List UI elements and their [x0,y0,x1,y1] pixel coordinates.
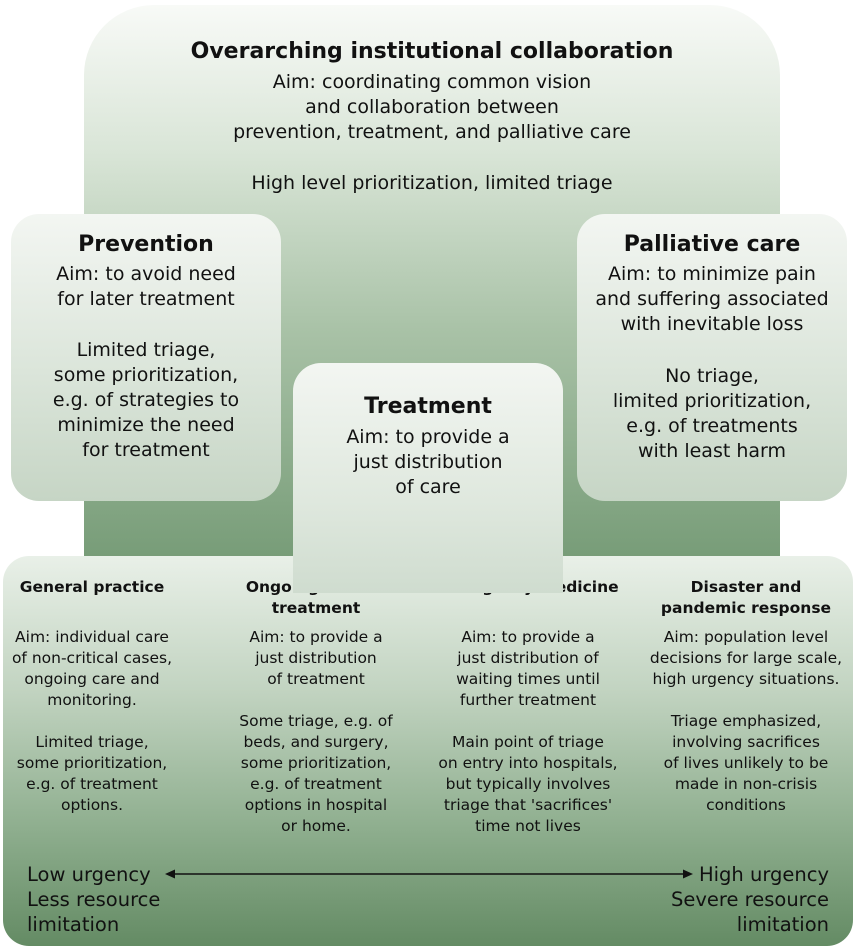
prevention-aim: Aim: to avoid need for later treatment [56,263,236,310]
column-aim: Aim: to provide a just distribution of w… [456,628,600,709]
treatment-panel: Treatment Aim: to provide a just distrib… [293,363,563,593]
column-triage: Some triage, e.g. of beds, and surgery, … [239,712,393,835]
palliative-aim: Aim: to minimize pain and suffering asso… [595,263,829,335]
column-aim: Aim: population level decisions for larg… [649,628,843,688]
column-emergency-medicine: Emergency medicine Aim: to provide a jus… [423,556,633,856]
column-disaster-response: Disaster and pandemic response Aim: popu… [639,556,853,856]
palliative-care-panel: Palliative care Aim: to minimize pain an… [577,214,847,501]
palliative-triage: No triage, limited prioritization, e.g. … [612,365,812,462]
column-triage: Limited triage, some prioritization, e.g… [16,733,168,814]
prevention-triage: Limited triage, some prioritization, e.g… [52,339,240,461]
overarching-title: Overarching institutional collaboration [190,39,674,64]
column-title: General practice [19,578,165,596]
column-title: Disaster and pandemic response [660,578,832,617]
care-settings-panel: General practice Aim: individual care of… [3,556,853,946]
overarching-aim: Aim: coordinating common vision and coll… [233,71,631,143]
column-triage: Main point of triage on entry into hospi… [438,733,618,835]
column-general-practice: General practice Aim: individual care of… [3,556,181,856]
urgency-arrow [165,869,693,879]
prevention-title: Prevention [78,232,214,257]
prevention-panel: Prevention Aim: to avoid need for later … [11,214,281,501]
column-aim: Aim: to provide a just distribution of t… [249,628,383,688]
high-urgency-label: High urgency Severe resource limitation [670,863,829,936]
treatment-aim: Aim: to provide a just distribution of c… [346,426,510,498]
treatment-title: Treatment [364,394,492,419]
column-triage: Triage emphasized, involving sacrifices … [663,712,829,814]
column-ongoing-care: Ongoing care or treatment Aim: to provid… [211,556,421,856]
palliative-title: Palliative care [623,232,801,257]
overarching-triage: High level prioritization, limited triag… [251,172,613,194]
column-aim: Aim: individual care of non-critical cas… [11,628,173,709]
low-urgency-label: Low urgency Less resource limitation [27,863,161,936]
